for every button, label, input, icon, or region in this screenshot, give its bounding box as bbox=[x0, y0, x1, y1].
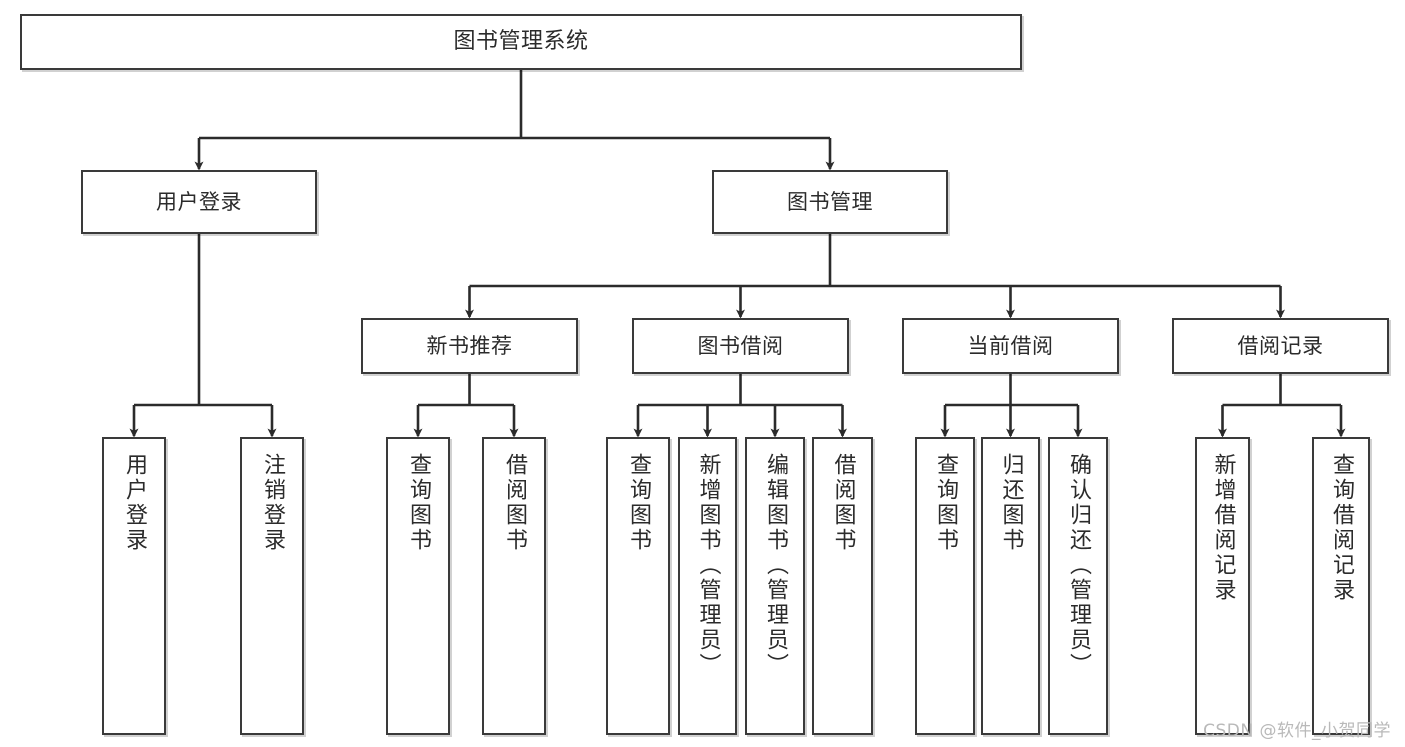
node-leaf_query_book_3[interactable]: 查询图书 bbox=[915, 437, 975, 735]
node-book_borrow[interactable]: 图书借阅 bbox=[632, 318, 849, 374]
node-leaf_return_book[interactable]: 归还图书 bbox=[981, 437, 1040, 735]
node-label: 当前借阅 bbox=[967, 333, 1054, 358]
node-label: 查询图书 bbox=[405, 453, 431, 553]
node-current_borrow[interactable]: 当前借阅 bbox=[902, 318, 1119, 374]
node-label: 借阅图书 bbox=[501, 453, 527, 553]
node-new_book_rec[interactable]: 新书推荐 bbox=[361, 318, 578, 374]
node-label: 用户登录 bbox=[121, 453, 147, 553]
node-label: 图书管理 bbox=[787, 189, 873, 214]
node-leaf_query_record[interactable]: 查询借阅记录 bbox=[1312, 437, 1370, 735]
node-borrow_record[interactable]: 借阅记录 bbox=[1172, 318, 1389, 374]
node-label: 查询借阅记录 bbox=[1328, 453, 1354, 603]
node-label: 新增图书（管理员） bbox=[695, 453, 721, 678]
node-label: 借阅图书 bbox=[830, 453, 856, 553]
node-label: 编辑图书（管理员） bbox=[762, 453, 788, 678]
node-label: 注销登录 bbox=[259, 453, 285, 553]
node-leaf_edit_book[interactable]: 编辑图书（管理员） bbox=[745, 437, 805, 735]
node-book_manage[interactable]: 图书管理 bbox=[712, 170, 948, 234]
node-leaf_add_book[interactable]: 新增图书（管理员） bbox=[678, 437, 737, 735]
node-leaf_confirm_return[interactable]: 确认归还（管理员） bbox=[1048, 437, 1108, 735]
node-leaf_user_logout[interactable]: 注销登录 bbox=[240, 437, 304, 735]
node-label: 查询图书 bbox=[625, 453, 651, 553]
node-label: 用户登录 bbox=[156, 189, 242, 214]
node-root[interactable]: 图书管理系统 bbox=[20, 14, 1022, 70]
node-leaf_query_book_1[interactable]: 查询图书 bbox=[386, 437, 450, 735]
node-leaf_borrow_book_1[interactable]: 借阅图书 bbox=[482, 437, 546, 735]
node-label: 借阅记录 bbox=[1237, 333, 1324, 358]
node-leaf_query_book_2[interactable]: 查询图书 bbox=[606, 437, 670, 735]
node-leaf_borrow_book_2[interactable]: 借阅图书 bbox=[812, 437, 873, 735]
watermark-text: CSDN @软件_小贺同学 bbox=[1203, 721, 1391, 741]
node-label: 图书管理系统 bbox=[453, 29, 589, 55]
node-user_login[interactable]: 用户登录 bbox=[81, 170, 317, 234]
node-label: 新书推荐 bbox=[426, 333, 513, 358]
node-label: 查询图书 bbox=[932, 453, 958, 553]
node-label: 图书借阅 bbox=[697, 333, 784, 358]
node-label: 新增借阅记录 bbox=[1210, 453, 1236, 603]
node-leaf_user_login[interactable]: 用户登录 bbox=[102, 437, 166, 735]
node-label: 归还图书 bbox=[998, 453, 1024, 553]
node-label: 确认归还（管理员） bbox=[1065, 453, 1091, 678]
node-leaf_add_record[interactable]: 新增借阅记录 bbox=[1195, 437, 1250, 735]
